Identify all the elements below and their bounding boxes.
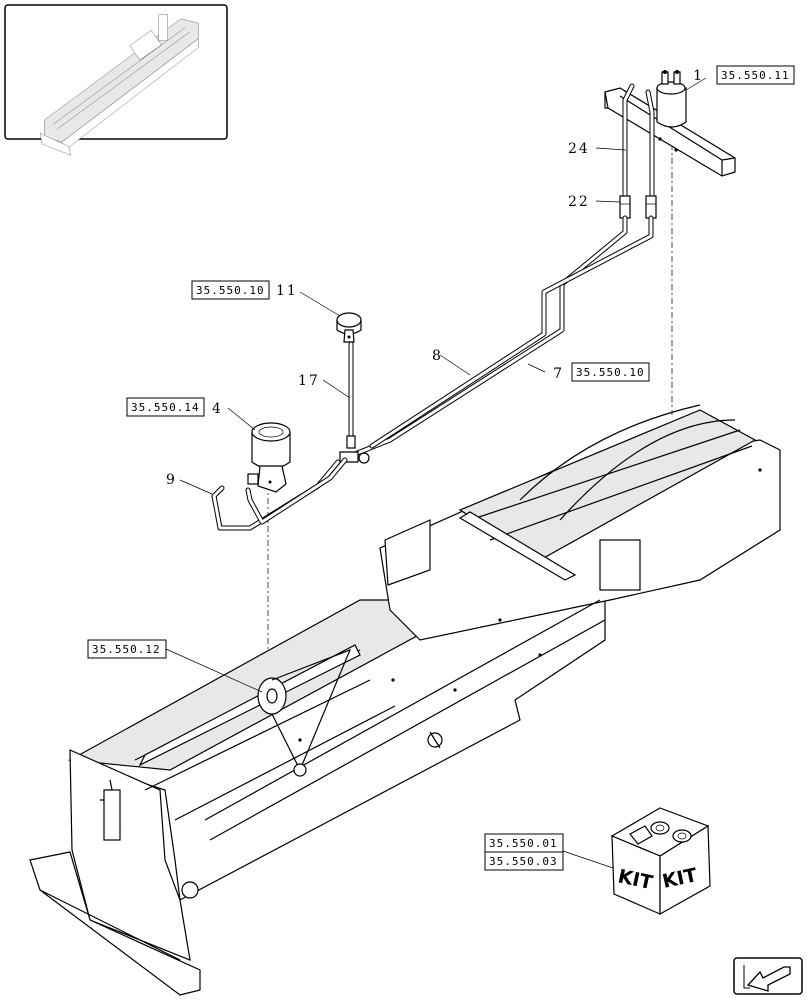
- callout-35-550-10-mid[interactable]: 35.550.10 7: [553, 362, 650, 382]
- reservoir-item-1[interactable]: [656, 70, 687, 128]
- callout-35-550-11[interactable]: 35.550.11 1: [693, 65, 795, 85]
- item-number-8: 8: [432, 348, 443, 364]
- ref-label: 35.550.12: [92, 643, 161, 656]
- ref-label: 35.550.11: [721, 69, 790, 82]
- baler-chassis: [29, 404, 781, 996]
- item-number: 7: [553, 366, 564, 382]
- kit-box-icon[interactable]: KIT KIT: [610, 807, 711, 916]
- ref-label: 35.550.14: [131, 401, 200, 414]
- pipe-8[interactable]: [342, 215, 654, 461]
- kit-ref-top: 35.550.01: [489, 837, 558, 850]
- item-number-22: 22: [568, 194, 590, 210]
- fitting-22[interactable]: [619, 195, 657, 219]
- pipe-9[interactable]: [211, 457, 348, 531]
- overview-thumbnail[interactable]: [4, 4, 228, 156]
- item-number-9: 9: [166, 472, 177, 488]
- kit-callout[interactable]: 35.550.01 35.550.03: [484, 833, 564, 871]
- pipe-17[interactable]: [339, 341, 370, 464]
- item-number: 4: [212, 401, 223, 417]
- ref-label: 35.550.10: [196, 284, 265, 297]
- pipe-24[interactable]: [622, 83, 655, 199]
- item-number-17: 17: [298, 373, 320, 389]
- item-number: 11: [276, 283, 298, 299]
- callout-35-550-12[interactable]: 35.550.12: [87, 639, 167, 659]
- item-number-24: 24: [568, 141, 590, 157]
- item-number: 1: [693, 68, 704, 84]
- filter-item-4[interactable]: [247, 422, 291, 493]
- kit-ref-bottom: 35.550.03: [489, 855, 558, 868]
- leader-lines: [165, 77, 707, 869]
- back-arrow-icon[interactable]: [733, 957, 803, 995]
- ref-label: 35.550.10: [576, 366, 645, 379]
- callout-35-550-10-top[interactable]: 35.550.10 11: [191, 280, 298, 300]
- clamp-item-11[interactable]: [336, 312, 362, 343]
- callout-35-550-14[interactable]: 35.550.14 4: [126, 397, 223, 417]
